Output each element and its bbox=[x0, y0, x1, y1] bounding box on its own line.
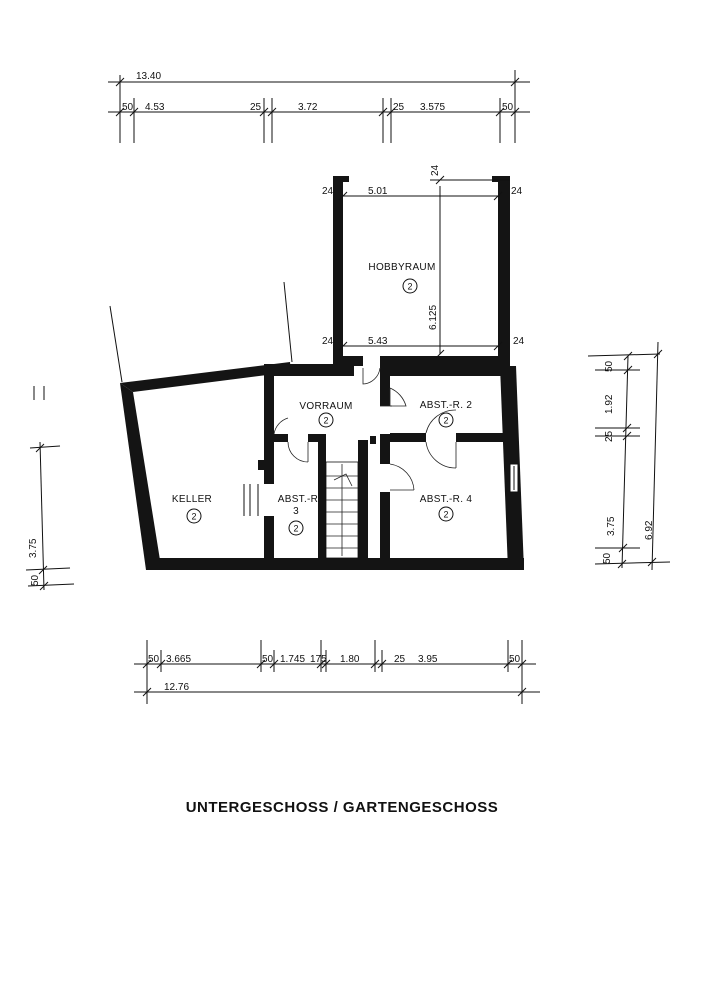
stairs bbox=[325, 461, 359, 559]
dim-right-seg-3: 25 bbox=[604, 430, 615, 442]
room-abst-r4: ABST.-R. 4 2 bbox=[420, 494, 473, 522]
room-abst-r3: ABST.-R 3 2 bbox=[278, 494, 318, 536]
room-label-vorraum: VORRAUM bbox=[299, 401, 352, 412]
dim-left-seg-1: 3.75 bbox=[28, 538, 39, 558]
dim-top-seg-1: 50 bbox=[122, 102, 134, 113]
room-label-abst-r2: ABST.-R. 2 bbox=[420, 400, 473, 411]
dim-top-seg-5: 25 bbox=[393, 102, 405, 113]
dim-right-seg-2: 1.92 bbox=[604, 394, 615, 414]
plan-title: UNTERGESCHOSS / GARTENGESCHOSS bbox=[186, 799, 499, 816]
room-hobbyraum: HOBBYRAUM 2 bbox=[368, 262, 435, 294]
level-badge-hobbyraum: 2 bbox=[407, 282, 412, 292]
dim-hobby-top-width: 5.01 bbox=[368, 186, 388, 197]
dim-bottom-seg-9: 50 bbox=[509, 654, 521, 665]
dim-top-seg-6: 3.575 bbox=[420, 102, 445, 113]
dim-bottom-seg-2: 3.665 bbox=[166, 654, 191, 665]
room-label-hobbyraum: HOBBYRAUM bbox=[368, 262, 435, 273]
room-label-abst-r4: ABST.-R. 4 bbox=[420, 494, 473, 505]
top-dimension-chain: 13.40 50 4.53 25 3.72 25 3.575 50 bbox=[108, 70, 530, 143]
dim-hobby-top-right: 24 bbox=[511, 186, 523, 197]
dim-bottom-seg-8: 3.95 bbox=[418, 654, 438, 665]
room-label-abst-r3: ABST.-R bbox=[278, 494, 318, 505]
dim-right-seg-1: 50 bbox=[604, 360, 615, 372]
level-badge-abst-r4: 2 bbox=[443, 510, 448, 520]
level-badge-abst-r2: 2 bbox=[443, 416, 448, 426]
walls bbox=[120, 176, 524, 570]
dim-bottom-seg-4: 1.745 bbox=[280, 654, 305, 665]
doors bbox=[273, 367, 457, 491]
dim-bottom-seg-6: 1.80 bbox=[340, 654, 360, 665]
level-badge-vorraum: 2 bbox=[323, 416, 328, 426]
dim-hobby-bottom-left: 24 bbox=[322, 336, 334, 347]
dim-top-seg-3: 25 bbox=[250, 102, 262, 113]
dim-top-total: 13.40 bbox=[136, 71, 161, 82]
dim-right-seg-4: 3.75 bbox=[606, 516, 617, 536]
windows bbox=[243, 463, 519, 516]
dim-bottom-seg-3: 50 bbox=[262, 654, 274, 665]
dim-right-seg-5: 50 bbox=[602, 552, 613, 564]
dim-hobby-bottom-width: 5.43 bbox=[368, 336, 388, 347]
level-badge-keller: 2 bbox=[191, 512, 196, 522]
room-number-abst-r3: 3 bbox=[293, 506, 299, 517]
left-dimension-chain: 3.75 50 bbox=[25, 386, 75, 591]
dim-bottom-seg-1: 50 bbox=[148, 654, 160, 665]
dim-bottom-seg-7: 25 bbox=[394, 654, 406, 665]
bottom-dimension-chain: 50 3.665 50 1.745 175 1.80 25 3.95 50 12… bbox=[134, 640, 540, 704]
dim-hobby-depth: 6.125 bbox=[428, 305, 439, 330]
dim-hobby-top-mid: 24 bbox=[430, 164, 441, 176]
room-vorraum: VORRAUM 2 bbox=[299, 401, 352, 428]
level-badge-abst-r3: 2 bbox=[293, 524, 298, 534]
dim-bottom-seg-5: 175 bbox=[310, 654, 327, 665]
right-dimension-chain: 50 1.92 25 3.75 50 6.92 bbox=[587, 341, 671, 571]
dim-hobby-bottom-right: 24 bbox=[513, 336, 525, 347]
room-keller: KELLER 2 bbox=[172, 494, 212, 524]
dim-bottom-total: 12.76 bbox=[164, 682, 189, 693]
dim-right-total: 6.92 bbox=[644, 520, 655, 540]
hobby-dimensions: 24 5.01 24 24 6.125 24 5.43 24 bbox=[322, 164, 525, 359]
dim-left-seg-2: 50 bbox=[30, 574, 41, 586]
dim-hobby-top-left: 24 bbox=[322, 186, 334, 197]
dim-top-seg-7: 50 bbox=[502, 102, 514, 113]
dim-top-seg-4: 3.72 bbox=[298, 102, 318, 113]
room-abst-r2: ABST.-R. 2 2 bbox=[420, 400, 473, 428]
room-label-keller: KELLER bbox=[172, 494, 212, 505]
dim-top-seg-2: 4.53 bbox=[145, 102, 165, 113]
terrain-lines bbox=[109, 281, 293, 383]
